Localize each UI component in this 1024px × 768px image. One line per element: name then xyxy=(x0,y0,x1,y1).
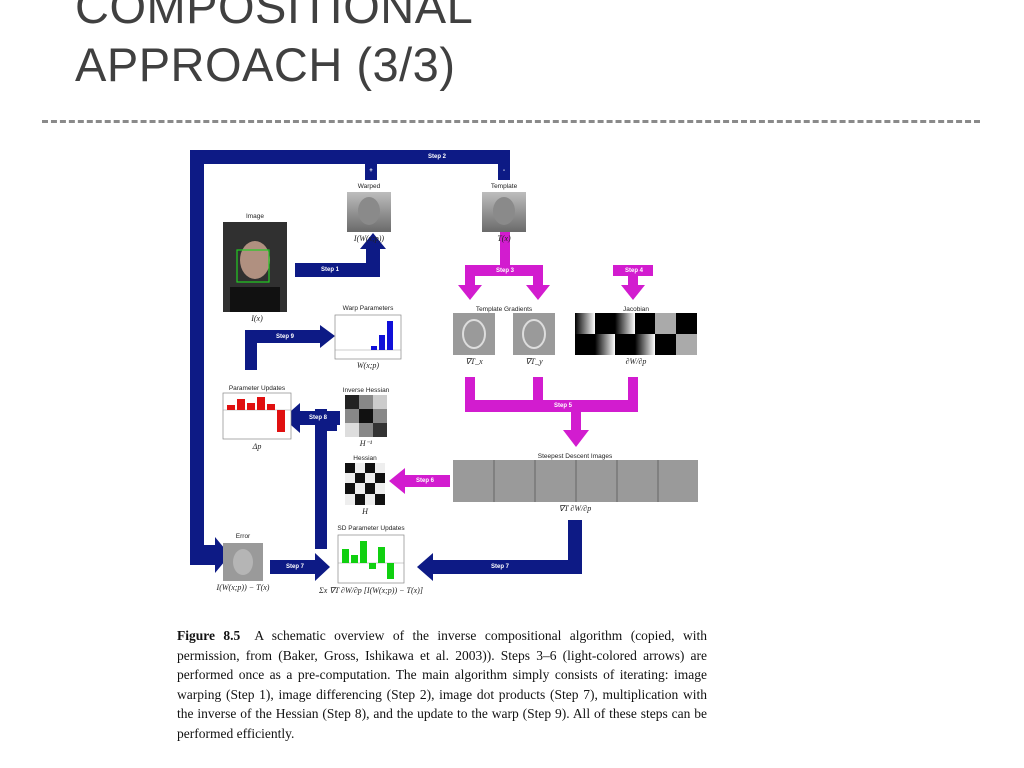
step5-label: Step 5 xyxy=(553,403,573,409)
step3-label: Step 3 xyxy=(495,268,515,274)
step2-label: Step 2 xyxy=(427,154,447,160)
algorithm-figure: Image Warped Template Warp Parameters Te… xyxy=(175,145,715,610)
hessian-image xyxy=(345,463,385,505)
plus-label: + xyxy=(369,168,373,174)
minus-label: - xyxy=(503,168,505,174)
figure-diagram xyxy=(190,150,698,584)
label-template-gradients: Template Gradients xyxy=(475,306,533,313)
step4-label: Step 4 xyxy=(624,268,644,274)
step7b-bar xyxy=(430,560,582,574)
label-steepest-descent-images: Steepest Descent Images xyxy=(537,453,613,460)
sd-parameter-updates-chart xyxy=(337,534,405,584)
step6-bar xyxy=(400,475,450,487)
label-template: Template xyxy=(490,183,518,190)
step3-bar xyxy=(465,265,543,276)
step6-label: Step 6 xyxy=(415,478,435,484)
math-sd-images: ∇T ∂W/∂p xyxy=(558,504,592,513)
caption-text: A schematic overview of the inverse comp… xyxy=(177,628,707,741)
step2-bar xyxy=(190,150,510,164)
dark-arrows xyxy=(190,150,582,581)
step9-label: Step 9 xyxy=(275,334,295,340)
label-jacobian: Jacobian xyxy=(622,306,650,313)
step6-arrowhead xyxy=(389,468,405,494)
math-inv-hessian: H⁻¹ xyxy=(359,439,373,448)
step7a-bar xyxy=(270,560,318,574)
math-grad-x: ∇T_x xyxy=(465,357,483,366)
jacobian-image xyxy=(575,313,697,355)
steepest-descent-images xyxy=(453,460,698,502)
label-hessian: Hessian xyxy=(353,455,377,462)
math-error: I(W(x;p)) − T(x) xyxy=(216,583,270,592)
slide-title: COMPOSITIONAL APPROACH (3/3) xyxy=(75,0,473,94)
label-error: Error xyxy=(235,533,251,540)
slide-title-line-1: COMPOSITIONAL xyxy=(75,0,474,33)
math-template: T(x) xyxy=(497,234,511,243)
label-warped: Warped xyxy=(357,183,381,190)
label-warp-parameters: Warp Parameters xyxy=(342,305,394,312)
step7a-label: Step 7 xyxy=(285,564,305,570)
math-delta-p: Δp xyxy=(252,442,262,451)
title-divider xyxy=(42,120,980,123)
step5-arrowhead xyxy=(563,430,589,447)
left-vertical-bar xyxy=(190,150,204,550)
minus-connector xyxy=(498,150,510,180)
math-sd-updates: Σx ∇T ∂W/∂p [I(W(x;p)) − T(x)] xyxy=(319,586,423,595)
math-warp: W(x;p) xyxy=(356,361,380,370)
step7b-label: Step 7 xyxy=(490,564,510,570)
step1-arrowhead xyxy=(360,233,386,249)
math-jacobian: ∂W/∂p xyxy=(625,357,647,366)
step7b-arrowhead xyxy=(417,553,433,581)
step9-bar xyxy=(245,330,325,343)
inverse-hessian-image xyxy=(345,395,387,437)
figure-images xyxy=(223,192,698,581)
label-parameter-updates: Parameter Updates xyxy=(228,385,286,392)
math-hessian: H xyxy=(362,507,368,516)
slide-title-line-2: APPROACH (3/3) xyxy=(75,38,456,91)
label-inverse-hessian: Inverse Hessian xyxy=(342,387,390,394)
step9-arrowhead xyxy=(320,325,335,348)
step5-bar xyxy=(465,400,638,412)
plus-connector xyxy=(365,150,377,180)
step1-label: Step 1 xyxy=(320,267,340,273)
to-error-arrowhead xyxy=(190,537,230,573)
label-image: Image xyxy=(245,213,265,220)
step7a-arrowhead xyxy=(315,553,330,581)
warp-parameters-chart xyxy=(334,314,402,360)
step8-arrowhead xyxy=(283,403,300,433)
label-sd-parameter-updates: SD Parameter Updates xyxy=(337,525,405,532)
math-image: I(x) xyxy=(251,314,263,323)
step8-label: Step 8 xyxy=(308,415,328,421)
math-warped: I(W(x;p)) xyxy=(353,234,385,243)
step1-bar xyxy=(295,263,373,277)
light-arrows xyxy=(389,230,653,494)
math-grad-y: ∇T_y xyxy=(525,357,543,366)
caption-figure-label: Figure 8.5 xyxy=(177,628,241,643)
parameter-updates-chart xyxy=(222,392,292,440)
